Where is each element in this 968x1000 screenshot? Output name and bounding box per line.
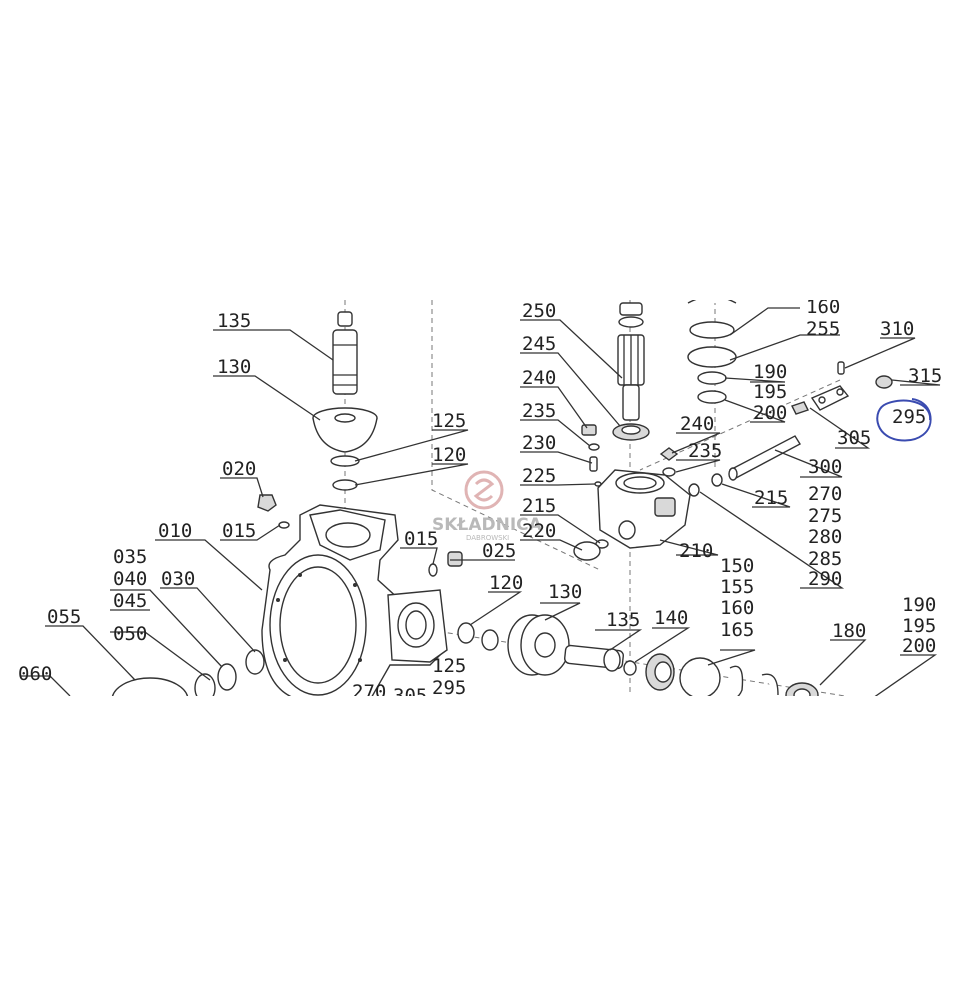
label-130b: 130 bbox=[548, 581, 582, 603]
highlight-circle bbox=[876, 398, 932, 442]
label-200a: 200 bbox=[753, 402, 787, 424]
label-160a: 160 bbox=[806, 296, 840, 318]
label-035: 035 bbox=[113, 546, 147, 568]
label-160b: 160 bbox=[720, 597, 754, 619]
part-055-cover bbox=[111, 677, 189, 696]
label-030: 030 bbox=[161, 568, 195, 590]
label-240b: 240 bbox=[680, 413, 714, 435]
label-305b: 305 bbox=[393, 685, 427, 707]
label-120a: 120 bbox=[432, 444, 466, 466]
watermark-brand: SKŁADNICA bbox=[432, 515, 543, 535]
label-255: 255 bbox=[806, 318, 840, 340]
label-055: 055 bbox=[47, 606, 81, 628]
part-245-seal bbox=[612, 423, 650, 441]
part-150-bearing bbox=[645, 653, 675, 691]
label-180: 180 bbox=[832, 620, 866, 642]
label-275: 275 bbox=[808, 505, 842, 527]
label-270b: 270 bbox=[352, 681, 386, 703]
label-125b: 125 bbox=[432, 655, 466, 677]
part-300-shaft bbox=[728, 435, 801, 481]
label-165: 165 bbox=[720, 619, 754, 641]
label-220: 220 bbox=[522, 520, 556, 542]
label-250: 250 bbox=[522, 300, 556, 322]
part-130-cap-top bbox=[312, 407, 378, 453]
label-295a: 295 bbox=[892, 406, 926, 428]
label-285: 285 bbox=[808, 548, 842, 570]
label-060: 060 bbox=[18, 663, 52, 685]
watermark-sub: DABROWSKI bbox=[466, 534, 509, 542]
label-190b: 190 bbox=[902, 594, 936, 616]
label-140: 140 bbox=[654, 607, 688, 629]
label-210: 210 bbox=[679, 540, 713, 562]
part-130-cap-mid bbox=[507, 614, 570, 676]
part-140-ring bbox=[623, 660, 637, 676]
label-230: 230 bbox=[522, 432, 556, 454]
label-300: 300 bbox=[808, 456, 842, 478]
label-135b: 135 bbox=[606, 609, 640, 631]
label-020: 020 bbox=[222, 458, 256, 480]
part-135-shaft-mid bbox=[564, 644, 624, 672]
leader-lines bbox=[20, 307, 941, 696]
label-215b: 215 bbox=[754, 487, 788, 509]
label-015b: 015 bbox=[404, 528, 438, 550]
part-310-pin bbox=[837, 361, 845, 375]
label-215a: 215 bbox=[522, 495, 556, 517]
part-215-290-rings-right bbox=[688, 473, 723, 497]
part-180-bearing bbox=[785, 682, 819, 696]
label-125a: 125 bbox=[432, 410, 466, 432]
label-195a: 195 bbox=[753, 381, 787, 403]
label-245: 245 bbox=[522, 333, 556, 355]
label-235a: 235 bbox=[522, 400, 556, 422]
part-315-seal bbox=[875, 375, 893, 389]
label-295b: 295 bbox=[432, 677, 466, 699]
label-235b: 235 bbox=[688, 440, 722, 462]
part-120-ring-mid bbox=[457, 622, 499, 651]
part-135-shaft-top bbox=[332, 311, 358, 395]
part-020-plug bbox=[257, 494, 290, 529]
label-190a: 190 bbox=[753, 361, 787, 383]
label-045: 045 bbox=[113, 590, 147, 612]
label-225: 225 bbox=[522, 465, 556, 487]
label-155: 155 bbox=[720, 576, 754, 598]
label-025: 025 bbox=[482, 540, 516, 562]
label-135a: 135 bbox=[217, 310, 251, 332]
part-250-splined-shaft bbox=[617, 302, 645, 421]
part-150-165-rings bbox=[679, 657, 779, 696]
part-010-housing bbox=[261, 504, 448, 696]
label-270a: 270 bbox=[808, 483, 842, 505]
label-310: 310 bbox=[880, 318, 914, 340]
part-240-235-right bbox=[659, 447, 679, 477]
label-015a: 015 bbox=[222, 520, 256, 542]
label-280: 280 bbox=[808, 526, 842, 548]
label-305a: 305 bbox=[837, 427, 871, 449]
label-040: 040 bbox=[113, 568, 147, 590]
label-195b: 195 bbox=[902, 615, 936, 637]
part-215-220-rings bbox=[573, 539, 609, 561]
part-labels: 135 130 125 120 020 015 010 035 040 045 … bbox=[18, 296, 942, 707]
label-120b: 120 bbox=[489, 572, 523, 594]
label-010: 010 bbox=[158, 520, 192, 542]
label-050: 050 bbox=[113, 623, 147, 645]
part-240-235-230-small bbox=[581, 424, 602, 487]
watermark-logo: SKŁADNICA DABROWSKI bbox=[432, 470, 543, 542]
label-200b: 200 bbox=[902, 635, 936, 657]
part-305-lever bbox=[791, 385, 850, 415]
label-150: 150 bbox=[720, 555, 754, 577]
label-240a: 240 bbox=[522, 367, 556, 389]
part-015-025-fittings bbox=[428, 551, 463, 577]
part-125-120-washers bbox=[330, 455, 360, 491]
part-050-ring bbox=[194, 673, 216, 696]
part-030-ring bbox=[245, 649, 265, 675]
part-160-255-rings bbox=[687, 300, 737, 404]
label-290: 290 bbox=[808, 568, 842, 590]
label-315: 315 bbox=[908, 365, 942, 387]
part-035-045-rings bbox=[217, 663, 237, 691]
label-130a: 130 bbox=[217, 356, 251, 378]
part-210-pump-housing bbox=[597, 469, 691, 549]
